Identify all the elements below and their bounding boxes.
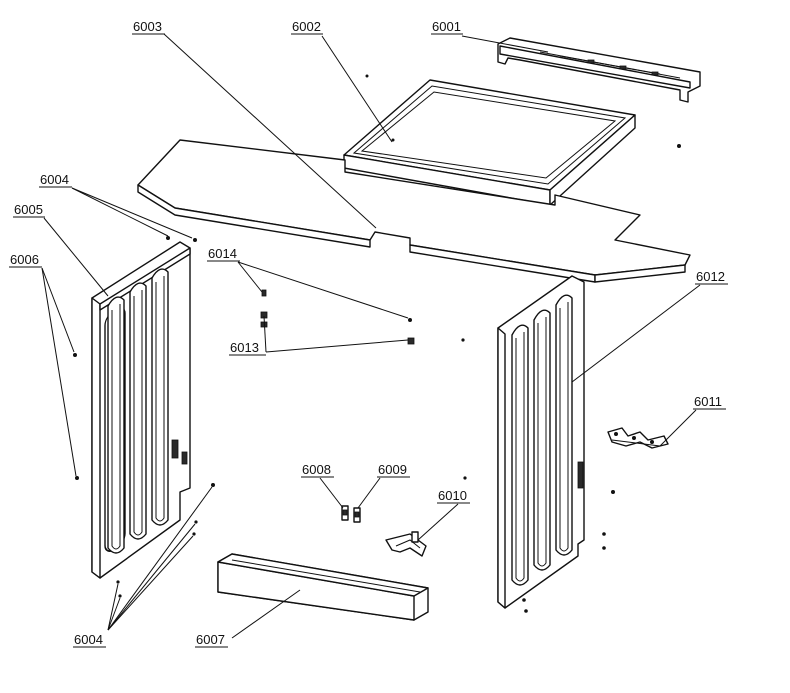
- part-6007-front-bottom-board: [217, 553, 429, 621]
- part-6010-hinge-bracket: [385, 531, 427, 557]
- label-6004-top: 6004: [40, 172, 69, 187]
- label-6002: 6002: [292, 19, 321, 34]
- label-6007: 6007: [196, 632, 225, 647]
- label-6009: 6009: [378, 462, 407, 477]
- label-6011: 6011: [694, 394, 722, 409]
- part-6013-6014-fasteners: [260, 289, 415, 345]
- leader-lines: [41, 33, 701, 639]
- label-6008: 6008: [302, 462, 331, 477]
- label-6006: 6006: [10, 252, 39, 267]
- part-6005-left-side-panel: [73, 236, 215, 598]
- label-6014: 6014: [208, 246, 237, 261]
- label-6003: 6003: [133, 19, 162, 34]
- part-6011-hinge-assembly: [607, 427, 669, 449]
- label-6012: 6012: [696, 269, 725, 284]
- label-6013: 6013: [230, 340, 259, 355]
- part-6008-6009-clips: [341, 505, 361, 523]
- label-6004-bottom: 6004: [74, 632, 103, 647]
- part-6002-glass-lid: [343, 74, 681, 206]
- label-6001: 6001: [432, 19, 461, 34]
- part-6003-top-board: [137, 139, 691, 283]
- label-6005: 6005: [14, 202, 43, 217]
- part-labels: 6001 6002 6003 6004 6005 6006 6014 6013 …: [9, 19, 728, 648]
- label-6010: 6010: [438, 488, 467, 503]
- part-6012-right-side-panel: [461, 275, 615, 613]
- part-6001-rear-bracket: [497, 37, 701, 103]
